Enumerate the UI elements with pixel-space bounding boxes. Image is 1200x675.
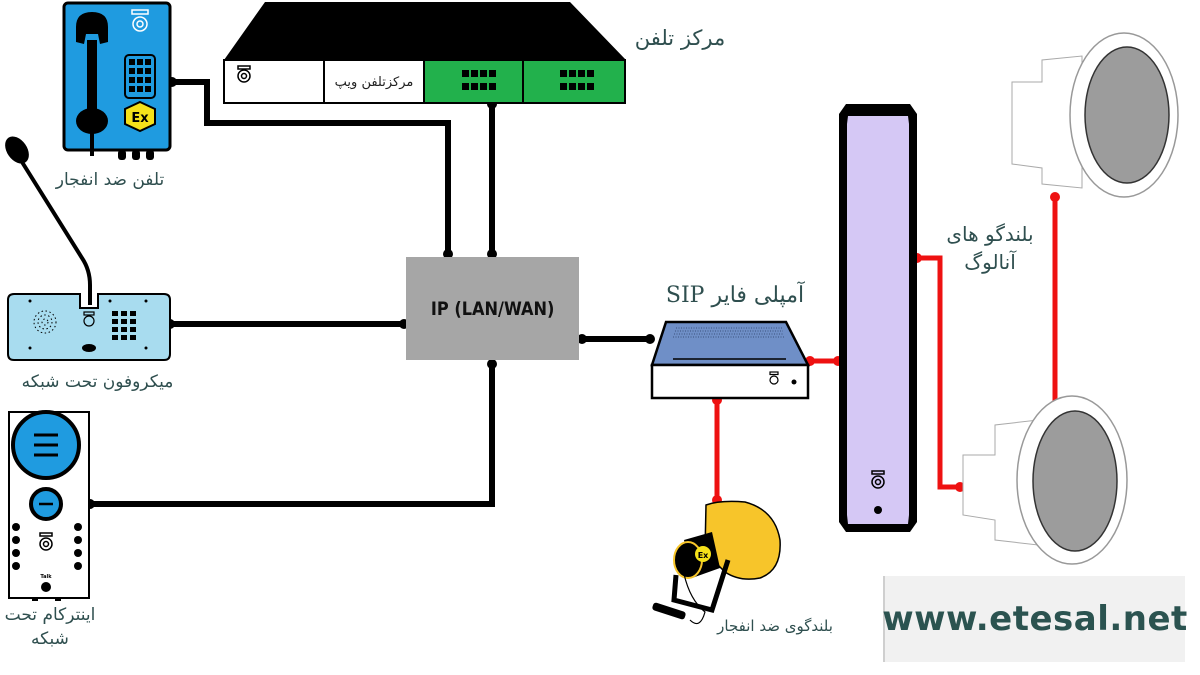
keypad-icon (112, 311, 136, 340)
speed-dial-buttons (12, 523, 82, 570)
ex-badge-icon: Ex (124, 100, 156, 133)
ethernet-ports-icon (462, 70, 594, 90)
ptt-button (82, 344, 96, 352)
gooseneck-microphone-icon (5, 136, 92, 305)
ip-pbx[interactable] (223, 2, 626, 104)
handset-icon (76, 12, 108, 156)
mounting-bracket-icon (671, 559, 731, 614)
brand-logo-icon (131, 9, 149, 32)
brand-logo-icon (83, 311, 95, 327)
indicator-icon (874, 506, 882, 514)
speaker-grille-icon (11, 410, 81, 480)
explosion-proof-horn[interactable]: Ex (652, 500, 781, 625)
volume-knob-icon (29, 487, 63, 521)
pbx-label: مرکز تلفن (634, 26, 726, 50)
network-intercom-label: اینترکام تحت شبکه (4, 605, 96, 649)
vent-grille-icon (673, 327, 786, 360)
wire-phone-to-hub (172, 79, 451, 254)
analog-ceiling-speaker-top[interactable] (1011, 32, 1179, 198)
sip-amplifier[interactable] (650, 320, 811, 400)
network-microphone[interactable] (0, 132, 171, 361)
ex-badge-icon: Ex (695, 546, 711, 562)
speaker-grille-icon (33, 310, 57, 334)
explosion-proof-phone[interactable]: Ex (62, 1, 172, 160)
speaker-grille-icon (1084, 46, 1170, 184)
ex-badge-text: Ex (698, 551, 709, 560)
ip-network-label: IP (LAN/WAN) (430, 297, 555, 320)
wire-intercom-to-hub (90, 364, 495, 507)
website-link[interactable]: www.etesal.net (882, 599, 1188, 639)
power-led-icon (791, 379, 797, 385)
analog-ceiling-speaker-bottom[interactable] (962, 395, 1128, 565)
ip-wires (90, 79, 650, 507)
brand-logo-icon (237, 65, 251, 83)
wire-column-to-speaker (917, 255, 960, 490)
screw-holes (28, 299, 148, 350)
explosion-proof-phone-label: تلفن ضد انفجار (55, 170, 165, 190)
ip-network-hub[interactable]: IP (LAN/WAN) (406, 257, 579, 360)
keypad-icon (124, 54, 156, 99)
column-speaker[interactable] (839, 104, 917, 532)
speaker-grille-icon (1032, 410, 1118, 552)
cable-glands-icon (118, 150, 154, 160)
brand-logo-icon (39, 532, 53, 551)
ex-badge-text: Ex (131, 111, 149, 126)
website-banner[interactable]: www.etesal.net (882, 576, 1188, 662)
network-intercom[interactable]: Talk (8, 410, 90, 601)
pbx-panel-label: مرکزتلفن ویپ (334, 74, 414, 90)
explosion-proof-horn-label: بلندگوی ضد انفجار (717, 617, 833, 635)
network-microphone-label: میکروفون تحت شبکه (21, 372, 174, 392)
sip-amplifier-label: آمپلی فایر SIP (665, 283, 805, 308)
analog-speakers-label: بلندگو های آنالوگ (946, 222, 1034, 274)
talk-button (41, 582, 51, 592)
brand-logo-icon (871, 470, 885, 489)
brand-logo-icon (769, 371, 779, 385)
talk-label: Talk (40, 574, 52, 580)
